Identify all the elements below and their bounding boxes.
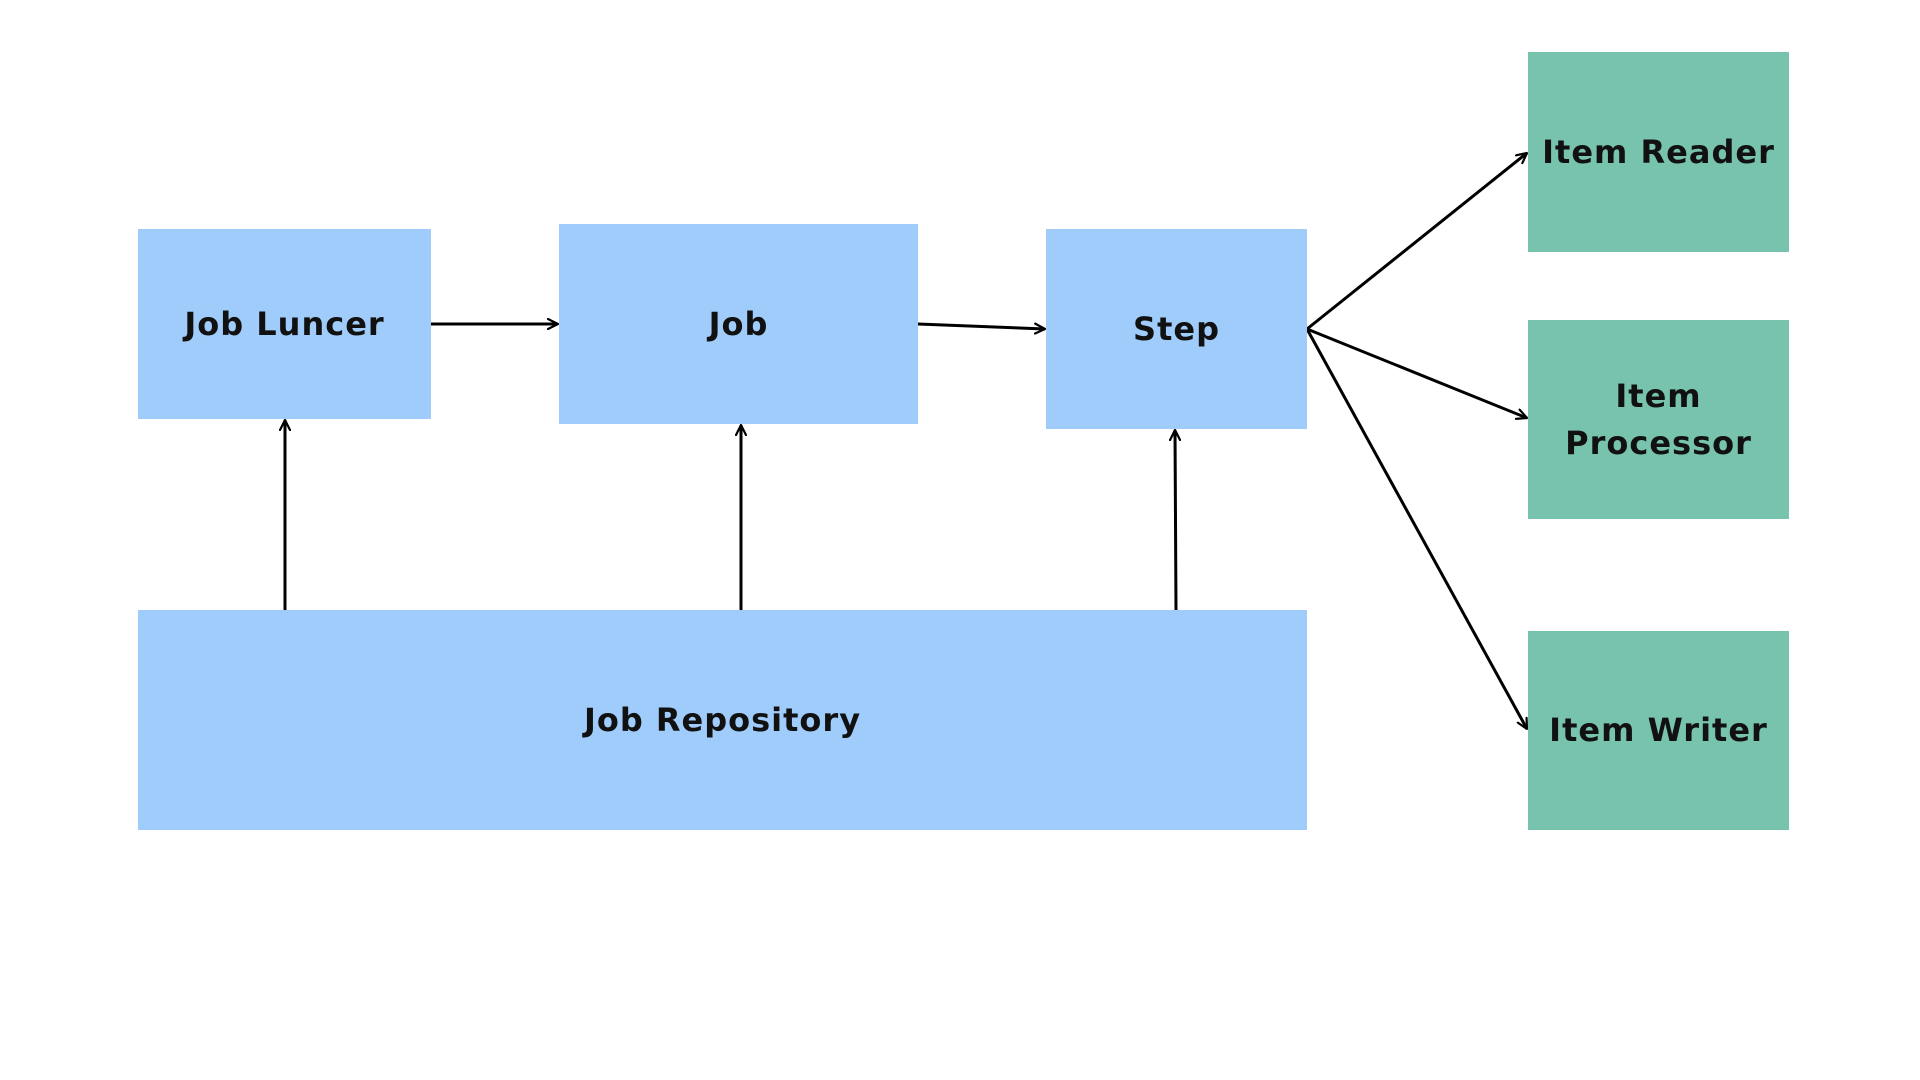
item-reader-box: Item Reader	[1528, 52, 1789, 252]
arrow-repo-to-step	[1175, 430, 1176, 611]
arrow-step-to-reader	[1306, 151, 1527, 331]
step-box: Step	[1046, 229, 1307, 429]
job-launcher-box: Job Luncer	[138, 229, 431, 419]
job-repository-box: Job Repository	[138, 610, 1307, 830]
job-box: Job	[559, 224, 918, 424]
item-writer-box: Item Writer	[1528, 631, 1789, 830]
arrow-step-to-processor	[1306, 327, 1527, 418]
arrow-job-to-step	[917, 322, 1045, 329]
item-processor-box: Item Processor	[1528, 320, 1789, 519]
item-writer-label: Item Writer	[1549, 711, 1768, 750]
item-processor-label: Item Processor	[1565, 377, 1752, 462]
item-reader-label: Item Reader	[1542, 132, 1775, 171]
step-label: Step	[1133, 309, 1220, 348]
arrow-step-to-writer	[1305, 328, 1529, 729]
job-label: Job	[708, 304, 769, 343]
job-repository-label: Job Repository	[583, 700, 862, 739]
job-launcher-label: Job Luncer	[184, 304, 385, 343]
